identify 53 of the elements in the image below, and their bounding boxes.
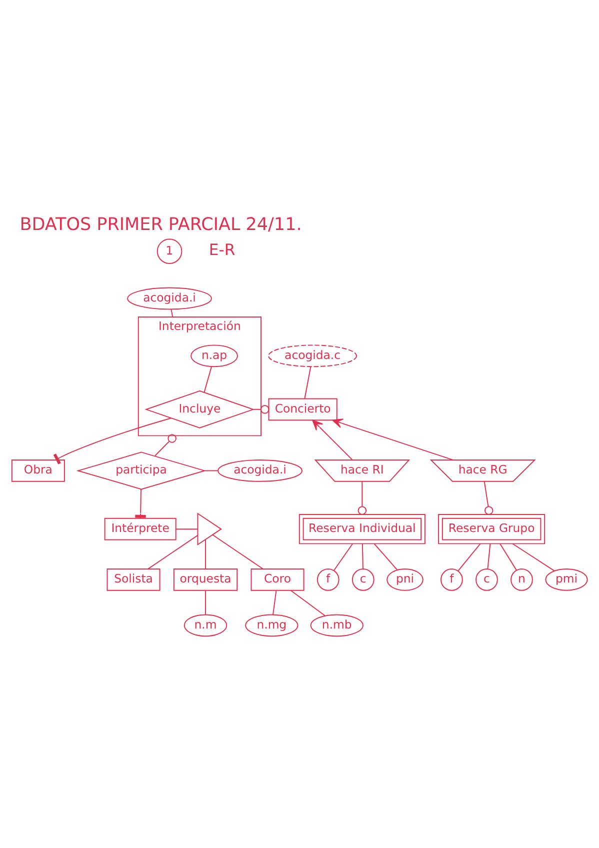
connector [204, 470, 218, 472]
node-box: Concierto [268, 398, 338, 421]
node-ellipse: n.m [184, 614, 228, 637]
connector [212, 534, 264, 570]
connector [374, 543, 398, 570]
node-ellipse: n.mg [245, 614, 298, 637]
node-circle: c [352, 568, 374, 591]
node-box: Obra [11, 460, 65, 482]
node-box: Intérprete [104, 518, 176, 540]
connector [204, 366, 212, 393]
node-diamond: participa [76, 452, 206, 490]
label: E-R [208, 240, 236, 259]
node-circle: n [510, 568, 533, 591]
node-box: Coro [250, 568, 304, 591]
connector [500, 543, 517, 571]
connector [358, 481, 367, 515]
node-ellipse: n.ap [190, 344, 238, 368]
node-ellipse: pni [386, 568, 424, 591]
connector [333, 543, 353, 571]
connector [512, 543, 555, 572]
connector [148, 534, 198, 570]
node-diamond: Incluye [144, 390, 255, 428]
node-box: orquesta [173, 568, 238, 591]
connector [484, 481, 494, 515]
node-ellipse: acogida.c [268, 344, 358, 368]
connector [362, 543, 364, 570]
connector [205, 590, 206, 616]
node-ellipse: acogida.i [127, 287, 212, 310]
connector [175, 528, 198, 530]
node-circle: f [440, 568, 463, 591]
diagram-title: BDATOS PRIMER PARCIAL 24/11. [20, 214, 302, 235]
arrow [312, 420, 353, 460]
connector [290, 590, 326, 616]
connector [135, 488, 146, 519]
node-ellipse: n.mb [310, 614, 364, 637]
connector [205, 539, 206, 570]
node-box: Reserva Individual [298, 514, 426, 544]
node-box: Solista [106, 568, 160, 591]
connector [170, 309, 174, 318]
node-ellipse: acogida.i [218, 460, 302, 482]
node-ellipse: pmi [545, 568, 588, 591]
node-triangle [197, 512, 222, 546]
node-circle: 1 [156, 238, 182, 264]
connector [487, 543, 491, 570]
connector [458, 543, 481, 572]
node-circle: f [316, 568, 340, 591]
node-circle: c [476, 568, 498, 591]
connector [154, 434, 176, 456]
node-box: Reserva Grupo [438, 514, 546, 544]
connector [272, 590, 277, 616]
arrow [332, 418, 454, 460]
connector [304, 366, 312, 399]
connector [252, 405, 270, 414]
